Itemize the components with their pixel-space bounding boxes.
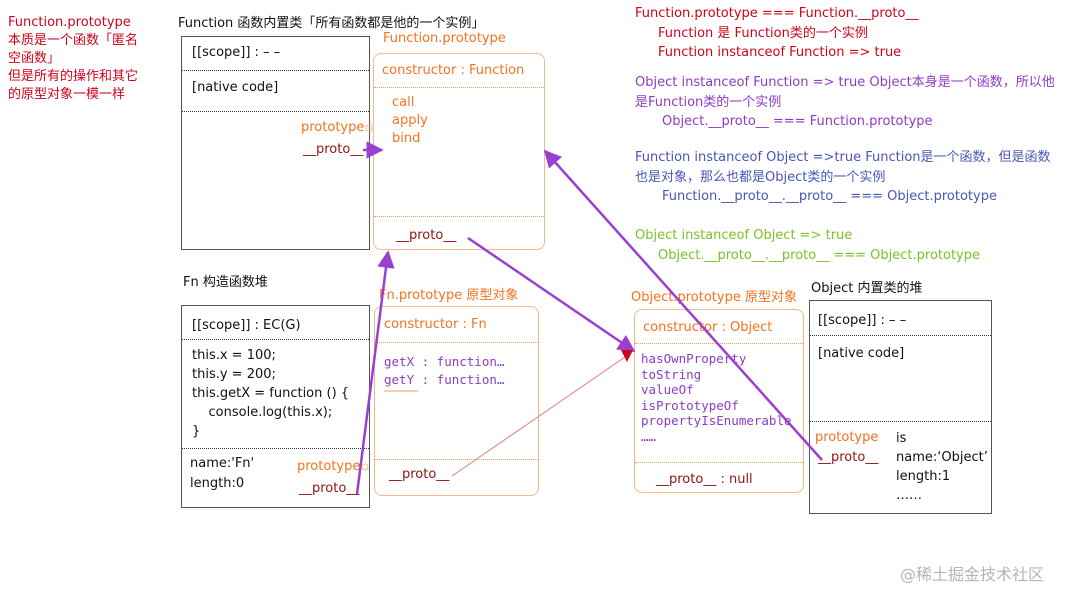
divider: [182, 448, 369, 449]
method-isprototypeof: isPrototypeOf: [641, 397, 739, 413]
function-prototype-proto: __proto__: [396, 228, 457, 243]
object-heap-scope: [[scope]] : – –: [818, 313, 907, 328]
divider: [810, 421, 991, 422]
code-line: this.x = 100;: [192, 348, 276, 363]
object-heap-code: [native code]: [818, 346, 905, 361]
note-line: Function.__proto__.__proto__ === Object.…: [662, 189, 997, 204]
connector-dot: [361, 463, 369, 471]
arrow-fn-prototype-to-object-prototype: [451, 356, 626, 477]
function-heap-title: Function 函数内置类「所有函数都是他的一个实例」: [178, 16, 485, 31]
function-prototype-label: prototype: [301, 120, 365, 135]
object-prop: is: [896, 431, 907, 446]
watermark: @稀土掘金技术社区: [900, 565, 1045, 584]
divider: [635, 462, 803, 463]
note-line: Object.__proto__ === Function.prototype: [662, 114, 933, 129]
fn-heap-title: Fn 构造函数堆: [183, 275, 268, 290]
object-prototype-box: constructor : Object hasOwnProperty toSt…: [634, 309, 804, 493]
function-heap-scope: [[scope]] : – –: [192, 45, 281, 60]
fn-heap-code: this.x = 100; this.y = 200; this.getX = …: [192, 346, 349, 441]
left-note-line: 本质是一个函数「匿名: [8, 33, 139, 48]
method-call: call: [392, 95, 415, 110]
function-prototype-box: constructor : Function call apply bind _…: [373, 53, 545, 250]
note-purple: Object instanceof Function => true Objec…: [635, 73, 1055, 132]
fn-name: name:'Fn': [190, 456, 255, 471]
object-prop: ……: [896, 488, 922, 503]
left-note: Function.prototype 本质是一个函数「匿名 空函数」 但是所有的…: [8, 14, 138, 104]
method-apply: apply: [392, 113, 428, 128]
note-line: Function.prototype === Function.__proto_…: [635, 6, 919, 21]
divider: [810, 335, 991, 336]
left-note-line: 但是所有的操作和其它: [8, 69, 139, 84]
function-proto-label: __proto__: [303, 142, 364, 157]
function-prototype-methods: call apply bind: [392, 94, 428, 148]
fn-length: length:0: [190, 476, 245, 491]
divider: [182, 339, 369, 340]
method-ellipsis: ……: [641, 428, 657, 444]
method-tostring: toString: [641, 366, 702, 382]
note-red: Function.prototype === Function.__proto_…: [635, 4, 918, 63]
method-bind: bind: [392, 131, 421, 146]
object-heap-title: Object 内置类的堆: [811, 281, 923, 296]
object-prototype-methods: hasOwnProperty toString valueOf isProtot…: [641, 351, 792, 444]
function-prototype-constructor: constructor : Function: [382, 63, 525, 78]
note-line: Object instanceof Object => true: [635, 228, 853, 243]
arrow-object-proto-to-function-prototype: [543, 149, 823, 461]
fn-prototype-box: constructor : Fn getX : function… getY :…: [374, 306, 539, 496]
note-line: Function instanceof Object =>true Functi…: [635, 150, 1051, 165]
divider: [374, 216, 544, 217]
left-note-line: 空函数」: [8, 51, 61, 66]
divider: [375, 459, 538, 460]
divider: [182, 70, 369, 71]
code-line: console.log(this.x);: [192, 405, 333, 420]
function-heap-code: [native code]: [192, 80, 279, 95]
divider: [182, 111, 369, 112]
arrowhead-red-icon: [621, 350, 633, 362]
object-heap-props: is name:‘Object’ length:1 ……: [896, 429, 988, 505]
note-blue: Function instanceof Object =>true Functi…: [635, 148, 1051, 207]
arrow-function-prototype-to-object-prototype: [467, 236, 636, 353]
left-note-line: 的原型对象一模一样: [8, 87, 126, 102]
object-prototype-proto: __proto__ : null: [656, 472, 753, 487]
fn-prototype-label: prototype: [297, 459, 361, 474]
fn-prototype-title: Fn.prototype 原型对象: [379, 288, 519, 303]
note-line: Object instanceof Function => true Objec…: [635, 75, 1055, 90]
note-line: Function instanceof Function => true: [658, 45, 902, 60]
code-line: }: [192, 424, 201, 439]
method-gety: getY : function…: [384, 372, 505, 387]
divider: [374, 87, 544, 88]
fn-prototype-methods: getX : function… getY : function…: [384, 353, 504, 389]
method-valueof: valueOf: [641, 382, 694, 397]
object-prototype-label: prototype: [815, 430, 879, 445]
note-green: Object instanceof Object => true Object.…: [635, 226, 980, 265]
code-line: this.getX = function () {: [192, 386, 350, 401]
left-note-line: Function.prototype: [8, 15, 131, 30]
object-prop: length:1: [896, 469, 951, 484]
divider: [375, 342, 538, 343]
note-line: 是Function类的一个实例: [635, 94, 782, 110]
function-prototype-title: Function.prototype: [383, 31, 506, 46]
connector-dot: [365, 124, 373, 132]
fn-proto-label: __proto__: [299, 481, 360, 496]
object-prop: name:‘Object’: [896, 450, 988, 465]
fn-heap-props: name:'Fn' length:0: [190, 454, 254, 494]
code-line: this.y = 200;: [192, 367, 276, 382]
arrow-fn-proto-to-function-prototype: [355, 250, 395, 495]
fn-heap-box: [[scope]] : EC(G) this.x = 100; this.y =…: [181, 305, 370, 508]
method-getx: getX : function…: [384, 354, 505, 369]
fn-prototype-proto: __proto__: [389, 467, 450, 482]
fn-heap-scope: [[scope]] : EC(G): [192, 318, 301, 333]
note-line: 也是对象，那么也都是Object类的一个实例: [635, 169, 886, 185]
note-line: Function 是 Function类的一个实例: [658, 25, 868, 41]
note-line: Object.__proto__.__proto__ === Object.pr…: [658, 247, 981, 263]
fn-prototype-constructor: constructor : Fn: [384, 317, 487, 332]
object-proto-label: __proto__: [818, 450, 879, 465]
object-prototype-constructor: constructor : Object: [643, 320, 773, 335]
method-propertyisenumerable: propertyIsEnumerable: [641, 413, 792, 428]
method-hasownproperty: hasOwnProperty: [641, 351, 747, 366]
object-heap-box: [[scope]] : – – [native code] prototype …: [809, 300, 992, 514]
